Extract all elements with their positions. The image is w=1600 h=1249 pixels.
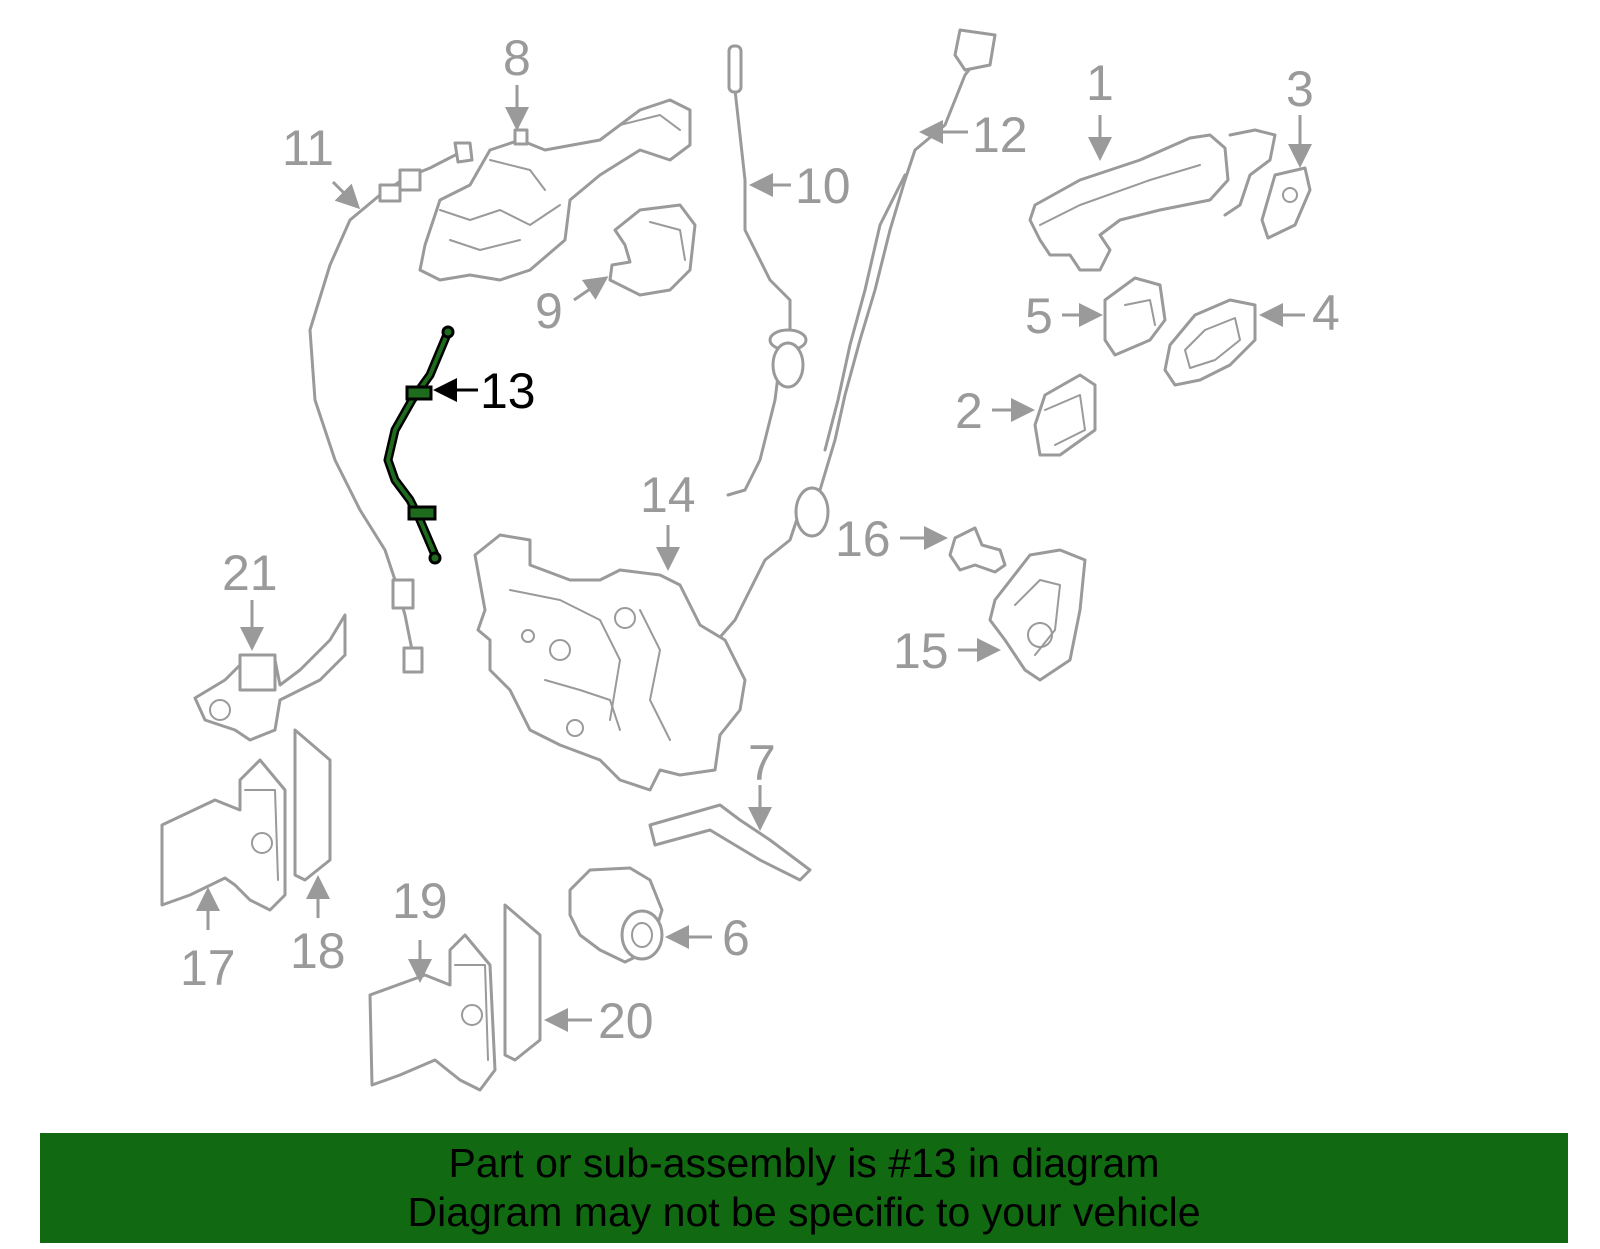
callout-5: 5 xyxy=(1025,288,1053,344)
part-2-pad xyxy=(1033,373,1097,457)
callout-6: 6 xyxy=(722,910,750,966)
callout-7: 7 xyxy=(748,735,776,791)
callout-13: 13 xyxy=(480,363,536,419)
part-4-escutcheon xyxy=(1163,298,1257,387)
part-6-lock-cylinder xyxy=(568,866,664,964)
callout-labels: 8 11 9 10 12 13 14 1 3 5 4 2 16 15 21 7 … xyxy=(180,30,1340,1049)
part-3-gasket xyxy=(1260,166,1312,240)
callout-8: 8 xyxy=(503,30,531,86)
callout-2: 2 xyxy=(955,383,983,439)
part-19-hinge xyxy=(368,933,497,1092)
callout-16: 16 xyxy=(835,511,891,567)
callout-1: 1 xyxy=(1086,55,1114,111)
callout-19: 19 xyxy=(392,873,448,929)
exploded-parts-diagram: 8 11 9 10 12 13 14 1 3 5 4 2 16 15 21 7 … xyxy=(160,28,1340,1092)
part-1-outside-handle xyxy=(1028,128,1277,272)
callout-14: 14 xyxy=(640,467,696,523)
callout-4: 4 xyxy=(1312,285,1340,341)
part-8-handle-frame xyxy=(418,98,692,282)
callout-12: 12 xyxy=(972,107,1028,163)
part-20-shim xyxy=(503,903,542,1062)
callout-21: 21 xyxy=(222,545,278,601)
part-5-bezel xyxy=(1103,276,1167,357)
part-15-striker xyxy=(988,548,1087,682)
part-21-check-strap xyxy=(193,613,347,742)
banner-line-1: Part or sub-assembly is #13 in diagram xyxy=(448,1140,1160,1186)
callout-10: 10 xyxy=(795,158,851,214)
part-11-cable xyxy=(308,141,474,674)
part-7-rod-bracket xyxy=(648,803,812,882)
part-16-bolt xyxy=(948,526,1007,574)
part-12-cable xyxy=(667,28,997,703)
part-13-highlighted-rod xyxy=(383,325,455,565)
callout-17: 17 xyxy=(180,940,236,996)
callout-20: 20 xyxy=(598,993,654,1049)
callout-11: 11 xyxy=(282,120,334,176)
part-info-banner: Part or sub-assembly is #13 in diagram D… xyxy=(40,1133,1568,1243)
callout-3: 3 xyxy=(1286,61,1314,117)
part-9-handle-cover xyxy=(608,203,697,297)
part-18-shim xyxy=(293,728,332,882)
part-17-hinge xyxy=(160,758,287,912)
leader-arrows xyxy=(196,85,1312,1032)
callout-15: 15 xyxy=(893,623,949,679)
callout-18: 18 xyxy=(290,923,346,979)
callout-9: 9 xyxy=(535,283,563,339)
banner-line-2: Diagram may not be specific to your vehi… xyxy=(407,1189,1201,1235)
part-10-rod xyxy=(726,44,808,497)
part-14-door-latch xyxy=(473,533,747,792)
